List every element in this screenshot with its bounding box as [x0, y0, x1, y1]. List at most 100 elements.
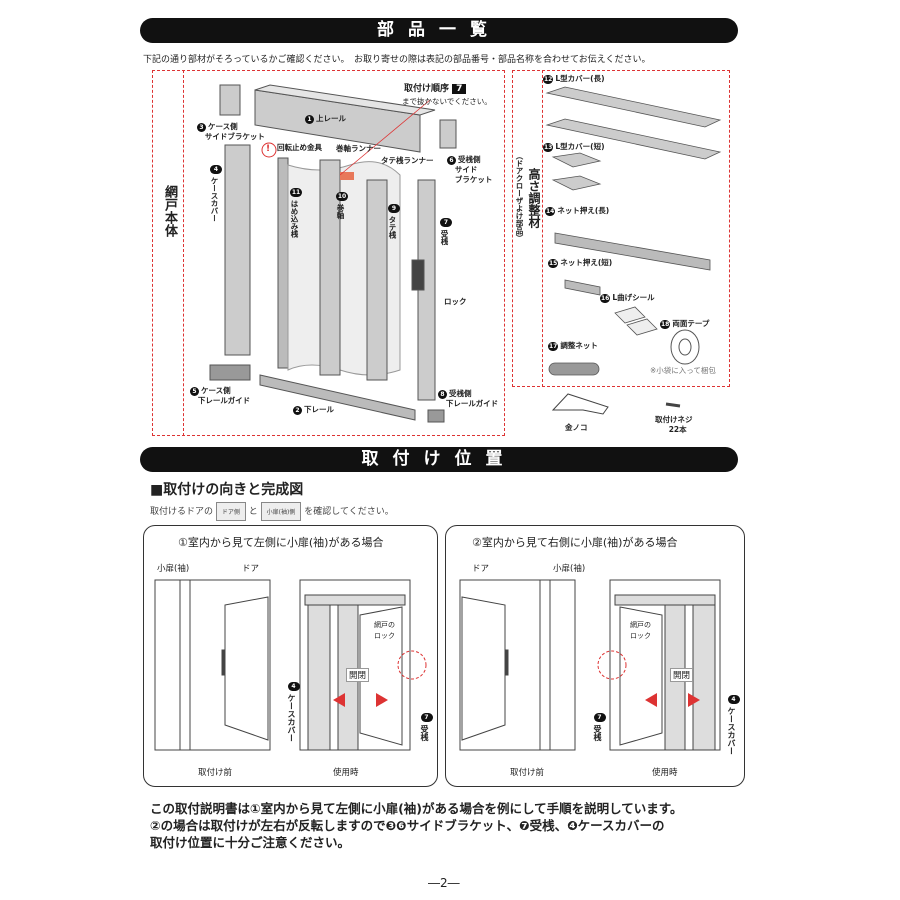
parts-illustration: [209, 84, 457, 423]
part-number: 15: [548, 258, 559, 268]
part-name: タテ桟: [388, 216, 397, 239]
check-line: 取付けるドアの ドア側 と 小扉(袖)側 を確認してください。: [150, 502, 394, 521]
panel-right-side-door: [445, 525, 745, 787]
label-open-close: 開閉: [670, 668, 694, 682]
part-number: 13: [543, 142, 554, 152]
roll-shaft-shape: [319, 159, 341, 376]
part-name: 受桟: [420, 725, 429, 741]
case-side-bracket-shape: [219, 84, 241, 116]
callout-vertical-runner: タテ桟ランナー: [381, 156, 434, 165]
order-sub: まで抜かないでください。: [402, 97, 492, 106]
receiver-side-bracket-shape: [439, 119, 457, 149]
screw-icon: [665, 402, 681, 408]
part-name: ケース側: [208, 122, 238, 131]
screws-qty: 22本: [668, 425, 687, 434]
check-text: と: [248, 507, 258, 517]
part-name: 両面テープ: [672, 319, 710, 328]
door-diagram-right: [459, 579, 721, 751]
main-group-title: 網戸本体: [162, 185, 177, 237]
part-name: 調整ネット: [560, 341, 598, 350]
label-side-door: 小扉(袖): [157, 564, 190, 574]
part-name: 下レール: [304, 405, 334, 414]
panel-left-side-door: [143, 525, 438, 787]
part-name: 下レールガイド: [197, 396, 251, 405]
panel-title: ①室内から見て左側に小扉(袖)がある場合: [178, 536, 384, 549]
saw-and-screw-illustration: [551, 393, 681, 415]
note-line: この取付説明書は①室内から見て左側に小扉(袖)がある場合を例にして手順を説明して…: [150, 801, 683, 816]
part-name: ブラケット: [454, 175, 493, 184]
lower-rail-guide-shape: [209, 364, 251, 381]
part-number: 4: [727, 695, 740, 704]
main-parts-box: [152, 70, 505, 436]
page-number: ―2―: [428, 876, 460, 890]
part-number: 5: [190, 386, 199, 396]
callout-stopper: 回転止め金具: [277, 143, 322, 152]
part-name: サイドブラケット: [204, 132, 265, 141]
lower-rail-shape: [259, 374, 416, 421]
part-number: 11: [290, 188, 302, 197]
adjust-group-subtitle: （ドアクローザよけ部品）: [515, 152, 524, 242]
part-number: 7: [440, 218, 452, 227]
part-10: 10 巻軸: [335, 192, 348, 219]
part-name: ケースカバー: [727, 707, 736, 755]
part-name: ケース側: [201, 386, 231, 395]
label-case-cover: 4 ケースカバー: [726, 695, 740, 755]
label-lock: 網戸のロック: [630, 620, 651, 642]
tag-side-door: 小扉(袖)側: [260, 502, 302, 521]
part-number: 3: [197, 122, 206, 132]
label-receiver: 7受桟: [419, 713, 433, 741]
part-number: 6: [447, 155, 456, 165]
divider: [542, 70, 543, 387]
check-text: 取付けるドアの: [150, 507, 214, 517]
lock-text: ロック: [630, 632, 651, 640]
part-name: ネット押え(長): [557, 206, 610, 215]
part-name: 受桟側: [449, 389, 472, 398]
part-number: 2: [293, 405, 302, 415]
part-number: 10: [336, 192, 348, 201]
vertical-bar-shape: [366, 179, 388, 381]
note-line: ②の場合は取付けが左右が反転しますので❸❻サイドブラケット、❼受桟、❹ケースカバ…: [150, 818, 665, 833]
adjust-parts-box: [512, 70, 730, 387]
callout-lock: ロック: [444, 297, 467, 306]
section-title-install-position: 取付け位置: [140, 447, 738, 472]
part-number: 17: [548, 341, 559, 351]
part-number: 4: [210, 165, 222, 174]
orientation-note: この取付説明書は①室内から見て左側に小扉(袖)がある場合を例にして手順を説明して…: [150, 800, 683, 851]
part-name: ネット押え(短): [560, 258, 613, 267]
part-name: L型カバー(長): [555, 74, 605, 83]
part-name: ケースカバー: [287, 694, 296, 742]
lock-text: 網戸の: [630, 621, 651, 629]
label-receiver: 7受桟: [592, 713, 606, 741]
part-name: L曲げシール: [612, 293, 655, 302]
label-after: 使用時: [652, 768, 678, 778]
label-open-close: 開閉: [346, 668, 370, 682]
label-side-door: 小扉(袖): [553, 564, 586, 574]
divider: [183, 70, 184, 436]
tag-door-side: ドア側: [215, 502, 246, 521]
part-name: 受桟: [440, 230, 449, 245]
part-name: 受桟側: [458, 155, 481, 164]
part-name: はめ込み桟: [290, 200, 299, 238]
inset-bar-shape: [277, 157, 289, 369]
part-name: 下レールガイド: [445, 399, 499, 408]
label-after: 使用時: [333, 768, 359, 778]
section-title-parts-list: 部品一覧: [140, 18, 738, 43]
case-cover-shape: [224, 144, 251, 356]
part-number: 16: [600, 293, 611, 303]
saw-icon: [551, 393, 609, 415]
panel-title: ②室内から見て右側に小扉(袖)がある場合: [472, 536, 678, 549]
install-heading: ■取付けの向きと完成図: [150, 482, 304, 498]
label-case-cover: 4ケースカバー: [286, 682, 300, 742]
callout-roll-runner: 巻軸ランナー: [336, 144, 381, 153]
part-number: 18: [660, 319, 671, 329]
lock-text: 網戸の: [374, 621, 395, 629]
label-lock: 網戸のロック: [374, 620, 395, 642]
part-name: 巻軸: [336, 204, 345, 219]
